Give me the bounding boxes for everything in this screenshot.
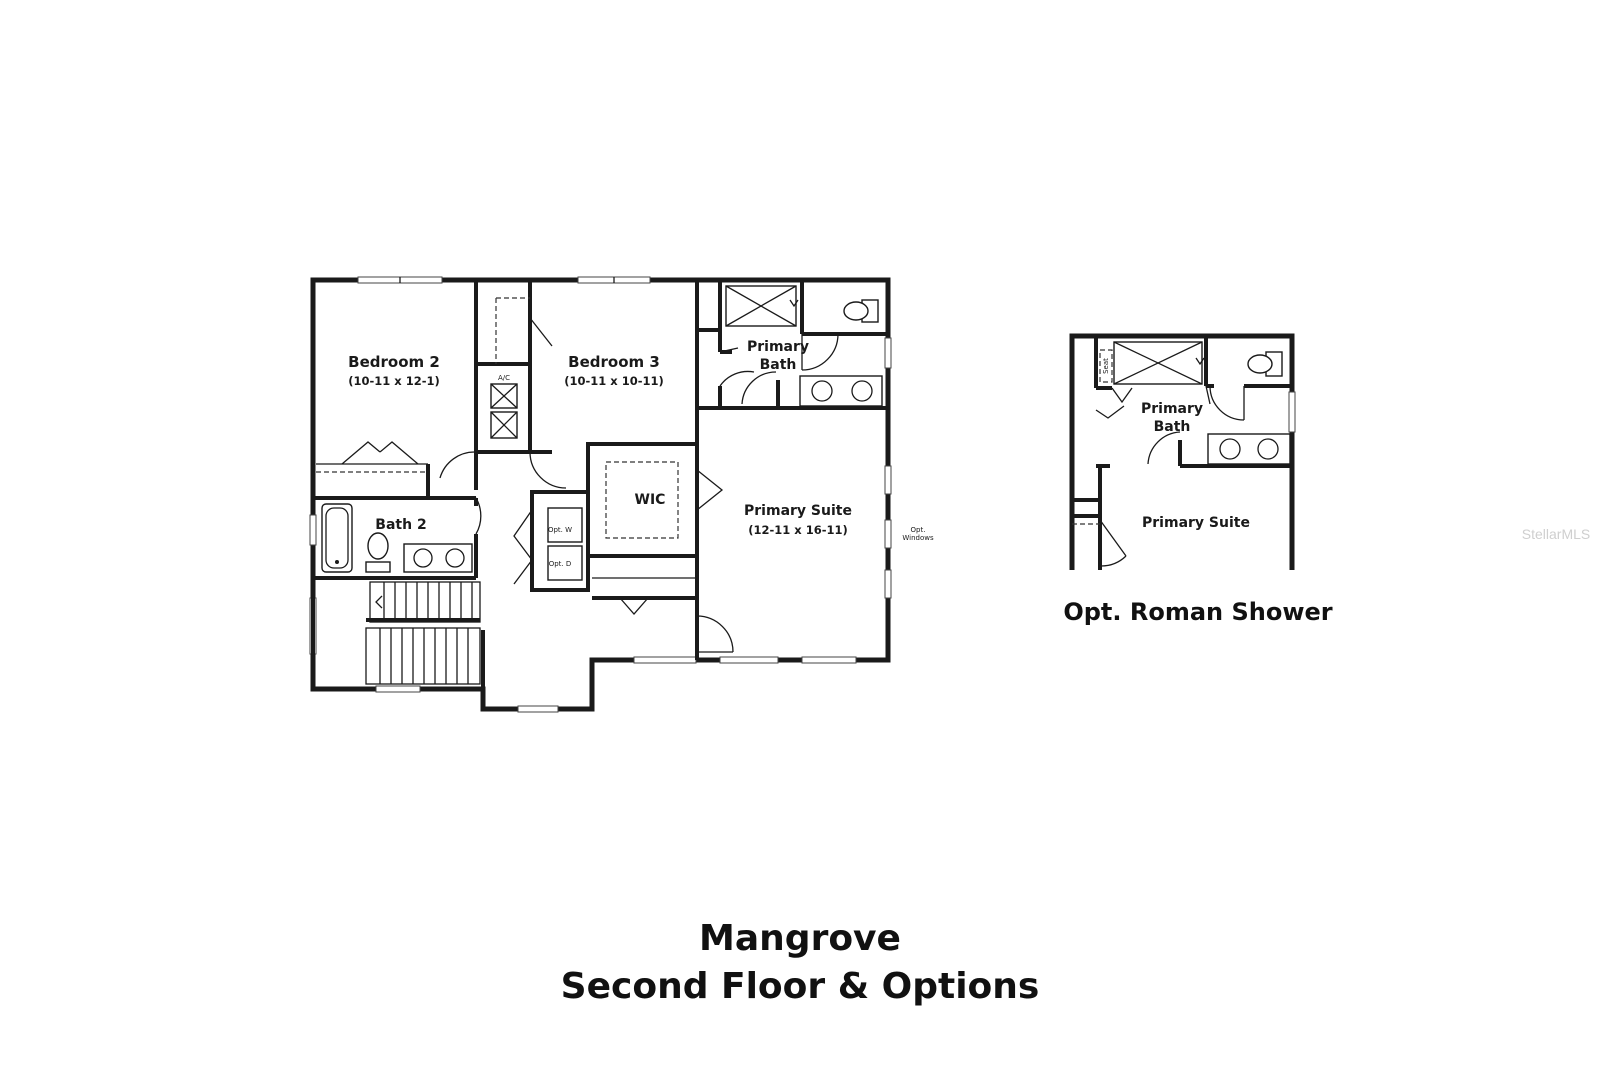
option-title: Opt. Roman Shower [1063,598,1332,626]
room-label-wic: WIC [635,492,666,508]
option-label-primary-suite: Primary Suite [1142,515,1250,531]
opt-washer-label: Opt. W [548,526,572,534]
room-label-primary-bath-2: Bath [760,357,797,373]
option-label-primary-bath: Primary [1141,401,1203,417]
ac-label: A/C [498,374,510,382]
plan-subtitle: Second Floor & Options [561,966,1040,1007]
option-label-primary-bath-2: Bath [1154,419,1191,435]
option-seat-label: Seat [1102,358,1110,374]
room-label-primary-bath: Primary [747,339,809,355]
roman-shower-option-plan [1069,333,1296,570]
room-dims-bedroom-3: (10-11 x 10-11) [564,374,664,388]
room-label-bedroom-3: Bedroom 3 [568,353,660,371]
plan-name: Mangrove [699,918,901,959]
room-label-primary-suite: Primary Suite [744,503,852,519]
stairs [365,581,481,685]
room-dims-primary-suite: (12-11 x 16-11) [748,523,848,537]
opt-dryer-label: Opt. D [549,560,572,568]
opt-windows-label-2: Windows [902,534,934,542]
room-label-bath-2: Bath 2 [375,517,426,533]
room-label-bedroom-2: Bedroom 2 [348,353,440,371]
opt-windows-label-1: Opt. [911,526,926,534]
room-dims-bedroom-2: (10-11 x 12-1) [348,374,440,388]
main-floor-plan [309,276,892,713]
watermark: StellarMLS [1522,526,1590,542]
